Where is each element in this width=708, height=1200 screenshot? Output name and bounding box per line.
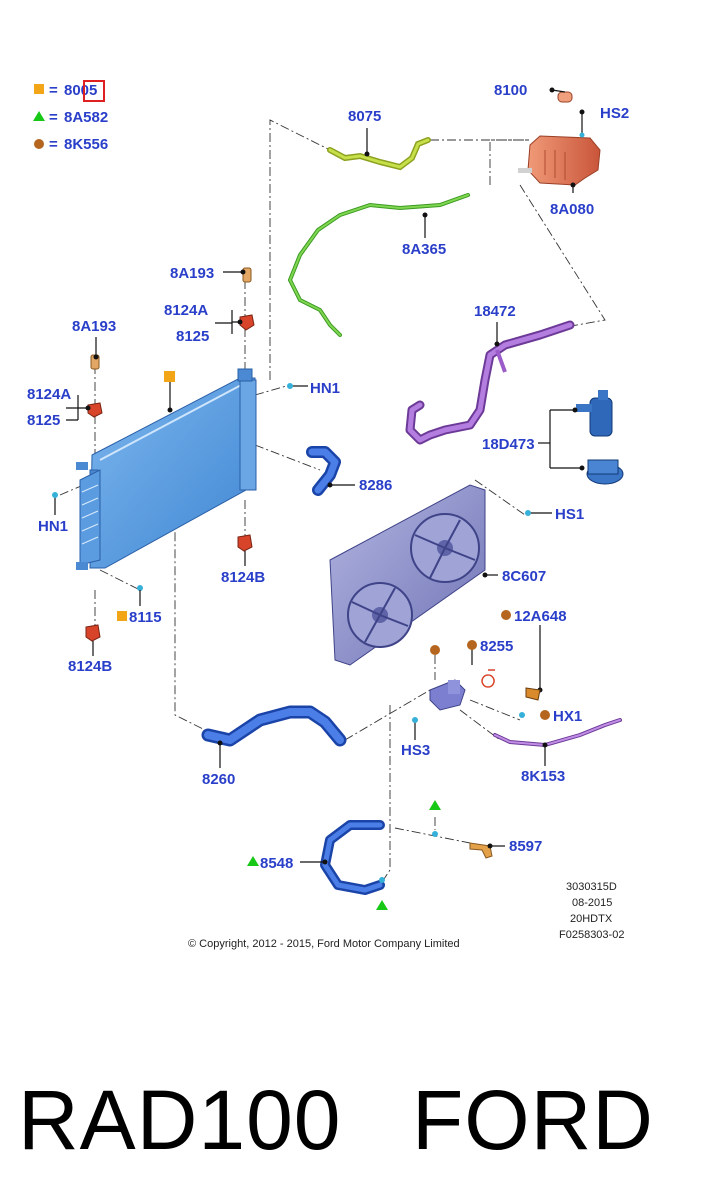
callout-18472: 18472 (474, 303, 516, 320)
callout-8125: 8125 (176, 328, 209, 345)
callout-8A080: 8A080 (550, 201, 594, 218)
callout-8K153: 8K153 (521, 768, 565, 785)
pump-18D473 (538, 390, 624, 485)
cooling-system-diagram: = 8005 = 8A582 = 8K556 (27, 80, 629, 950)
callout-8597: 8597 (509, 838, 542, 855)
legend-triangle-marker (376, 900, 388, 910)
legend-circle-marker (430, 645, 440, 655)
sensors-right (215, 267, 255, 334)
fitting-8597 (469, 842, 505, 859)
meta-line: 3030315D (566, 881, 617, 893)
radiator (76, 368, 257, 570)
callout-8286: 8286 (359, 477, 392, 494)
callout-HX1: HX1 (553, 708, 582, 725)
callout-18D473: 18D473 (482, 436, 535, 453)
callout-8124B: 8124B (221, 569, 265, 586)
callout-8115: 8115 (129, 609, 162, 626)
legend-label-8005: 8005 (64, 82, 97, 99)
hose-8K153 (493, 718, 622, 766)
legend-triangle-marker (247, 856, 259, 866)
hose-8A365 (287, 193, 470, 337)
callout-8255: 8255 (480, 638, 513, 655)
callout-8A365: 8A365 (402, 241, 446, 258)
sensors-left (66, 337, 253, 656)
coolant-reservoir (518, 87, 601, 193)
highlight-box (83, 80, 105, 102)
hose-8075 (327, 128, 431, 171)
callout-8548: 8548 (260, 855, 293, 872)
legend: = 8005 = 8A582 = 8K556 (33, 80, 108, 153)
callout-HS1: HS1 (555, 506, 584, 523)
thermostat-housing (429, 610, 550, 720)
callout-HS2: HS2 (600, 105, 629, 122)
hose-18472 (405, 320, 575, 445)
legend-square-marker (164, 371, 175, 382)
reservoir-cap (557, 91, 573, 103)
callout-8A193: 8A193 (170, 265, 214, 282)
legend-circle-marker (540, 710, 550, 720)
legend-circle-marker (467, 640, 477, 650)
legend-triangle-symbol (33, 111, 45, 121)
callout-8C607: 8C607 (502, 568, 546, 585)
legend-label-8A582: 8A582 (64, 109, 108, 126)
callout-8A193: 8A193 (72, 318, 116, 335)
meta-line: 20HDTX (570, 913, 613, 925)
legend-eq: = (49, 109, 58, 126)
callout-8124B: 8124B (68, 658, 112, 675)
callout-8075: 8075 (348, 108, 381, 125)
legend-triangle-marker (429, 800, 441, 810)
meta-line: F0258303-02 (559, 929, 624, 941)
hose-8548 (247, 800, 441, 910)
callout-8260: 8260 (202, 771, 235, 788)
footer-code: RAD100 (18, 1073, 342, 1167)
hose-8260 (201, 705, 347, 768)
callout-8124A: 8124A (27, 386, 71, 403)
legend-square-symbol (34, 84, 44, 94)
legend-label-8K556: 8K556 (64, 136, 108, 153)
meta-line: 08-2015 (572, 897, 612, 909)
callout-HS3: HS3 (401, 742, 430, 759)
footer-title: RAD100 FORD (0, 1045, 708, 1195)
legend-eq: = (49, 136, 58, 153)
footer-brand: FORD (412, 1073, 654, 1167)
legend-circle-marker (501, 610, 511, 620)
legend-eq: = (49, 82, 58, 99)
callout-8125: 8125 (27, 412, 60, 429)
hose-8286 (306, 446, 355, 496)
callouts: 8100 HS2 8075 8A080 8A365 8A193 8124A 81… (27, 82, 629, 872)
callout-8124A: 8124A (164, 302, 208, 319)
callout-8100: 8100 (494, 82, 527, 99)
copyright: © Copyright, 2012 - 2015, Ford Motor Com… (188, 938, 460, 950)
screws (52, 383, 552, 740)
callout-12A648: 12A648 (514, 608, 567, 625)
legend-circle-symbol (34, 139, 44, 149)
drawing-meta: 3030315D 08-2015 20HDTX F0258303-02 (559, 881, 624, 941)
fan-shroud (329, 484, 498, 666)
legend-square-marker (117, 611, 127, 621)
callout-HN1: HN1 (38, 518, 68, 535)
callout-HN1: HN1 (310, 380, 340, 397)
